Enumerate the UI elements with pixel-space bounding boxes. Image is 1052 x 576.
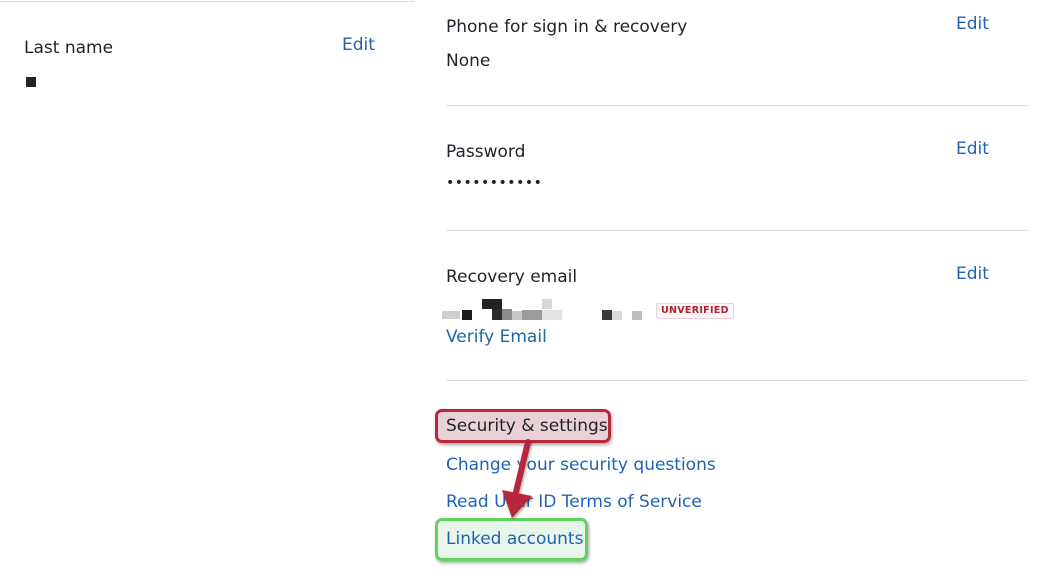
last-name-label: Last name bbox=[24, 38, 114, 58]
security-settings-highlight bbox=[435, 409, 611, 443]
recovery-email-edit-link[interactable]: Edit bbox=[956, 264, 989, 284]
last-name-value-redacted bbox=[26, 77, 36, 87]
top-divider bbox=[0, 1, 414, 2]
last-name-edit-link[interactable]: Edit bbox=[342, 35, 375, 55]
password-value: ••••••••••• bbox=[446, 175, 543, 191]
linked-accounts-highlight bbox=[435, 518, 588, 561]
divider-recovery-email bbox=[446, 380, 1028, 381]
annotation-arrow-icon bbox=[502, 439, 532, 518]
phone-value: None bbox=[446, 51, 491, 71]
divider-password bbox=[446, 230, 1028, 231]
linked-accounts-link[interactable]: Linked accounts bbox=[446, 529, 584, 549]
divider-phone bbox=[446, 105, 1028, 106]
terms-of-service-link[interactable]: Read User ID Terms of Service bbox=[446, 492, 702, 512]
phone-label: Phone for sign in & recovery bbox=[446, 17, 688, 37]
phone-edit-link[interactable]: Edit bbox=[956, 14, 989, 34]
verify-email-link[interactable]: Verify Email bbox=[446, 327, 547, 347]
password-label: Password bbox=[446, 142, 526, 162]
change-security-questions-link[interactable]: Change your security questions bbox=[446, 455, 716, 475]
password-edit-link[interactable]: Edit bbox=[956, 139, 989, 159]
recovery-email-label: Recovery email bbox=[446, 267, 578, 287]
unverified-status-badge: UNVERIFIED bbox=[656, 303, 734, 319]
security-settings-heading: Security & settings bbox=[446, 416, 608, 436]
